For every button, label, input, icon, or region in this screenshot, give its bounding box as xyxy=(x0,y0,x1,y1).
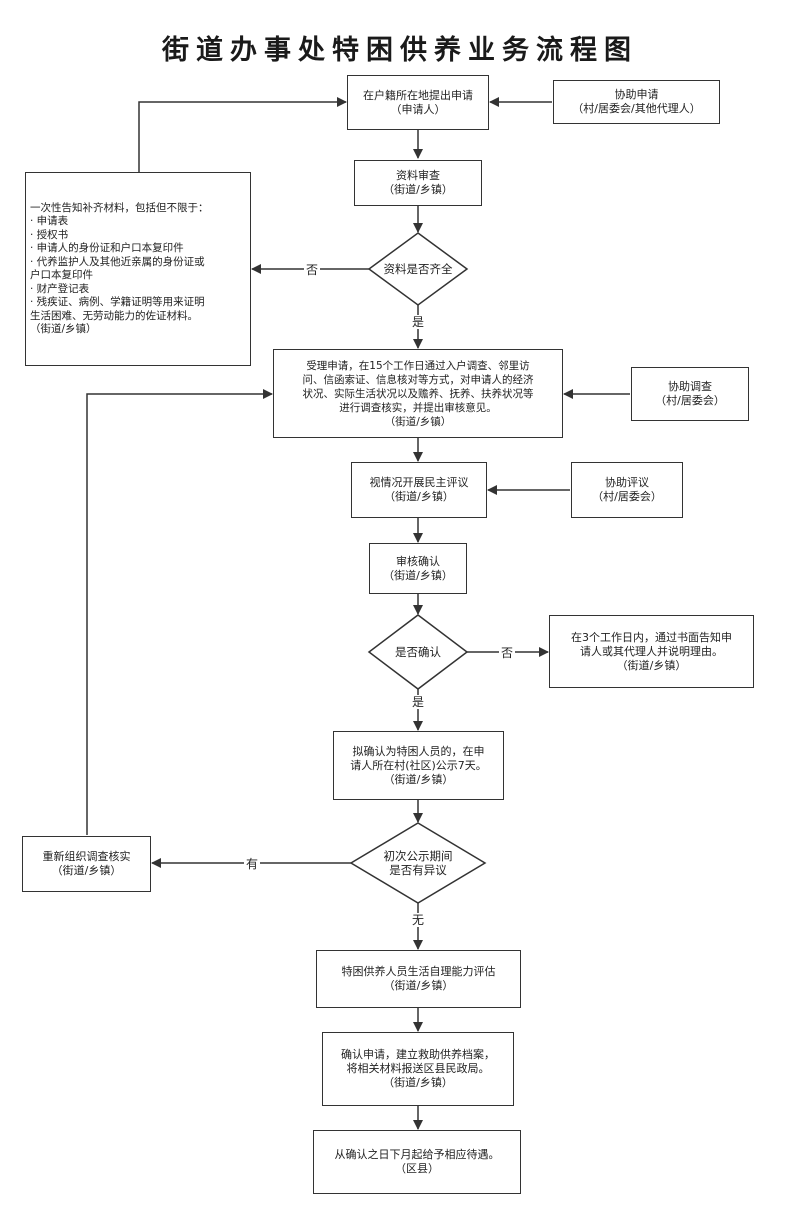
node-text: · 申请人的身份证和户口本复印件 xyxy=(30,242,184,254)
node-text: （街道/乡镇） xyxy=(383,1076,453,1089)
node-text: 从确认之日下月起给予相应待遇。 xyxy=(334,1148,500,1161)
decision-confirm-text: 是否确认 xyxy=(395,645,441,659)
page-title: 街道办事处特困供养业务流程图 xyxy=(162,35,638,66)
node-text: 视情况开展民主评议 xyxy=(369,476,469,489)
node-text: 是否确认 xyxy=(395,645,441,659)
node-supplement: 一次性告知补齐材料，包括但不限于： · 申请表 · 授权书 · 申请人的身份证和… xyxy=(25,172,251,366)
decision-objection-text: 初次公示期间 是否有异议 xyxy=(384,849,453,877)
edge-label-no-incomplete: 否 xyxy=(303,263,321,277)
node-text: （村/居委会） xyxy=(592,490,662,503)
node-text: 协助申请 xyxy=(614,88,659,101)
node-text: （村/居委会/其他代理人） xyxy=(572,102,701,115)
node-text: 将相关材料报送区县民政局。 xyxy=(346,1062,490,1075)
edge-label-yes-complete: 是 xyxy=(409,315,427,329)
node-text: （街道/乡镇） xyxy=(383,568,453,582)
edge-label-has-objection: 有 xyxy=(243,857,261,871)
node-text: 状况、实际生活状况以及赡养、抚养、扶养状况等 xyxy=(302,387,534,400)
node-text: 初次公示期间 xyxy=(383,849,453,863)
node-assist-apply: 协助申请 （村/居委会/其他代理人） xyxy=(553,80,720,124)
decision-complete-text: 资料是否齐全 xyxy=(384,262,453,276)
node-text: · 授权书 xyxy=(30,228,69,241)
node-text: 生活困难、无劳动能力的佐证材料。 xyxy=(30,309,198,322)
node-text: · 代养监护人及其他近亲属的身份证或 xyxy=(30,255,205,268)
node-self-care: 特困供养人员生活自理能力评估 （街道/乡镇） xyxy=(316,950,521,1008)
node-text: （街道/乡镇） xyxy=(383,183,453,196)
node-text: （街道/乡镇） xyxy=(384,415,452,428)
node-text: 资料审查 xyxy=(396,169,440,182)
edge-label-yes-confirm: 是 xyxy=(409,695,427,709)
node-text: （街道/乡镇） xyxy=(616,658,687,672)
node-text: 是否有异议 xyxy=(389,863,447,877)
node-text: （区县） xyxy=(395,1162,439,1175)
node-notify-reason: 在3个工作日内，通过书面告知申 请人或其代理人并说明理由。 （街道/乡镇） xyxy=(549,615,754,688)
node-text: 请人或其代理人并说明理由。 xyxy=(580,644,723,658)
node-text: 重新组织调查核实 xyxy=(42,850,131,863)
node-text: 受理申请，在15个工作日通过入户调查、邻里访 xyxy=(306,359,530,372)
node-text: （街道/乡镇） xyxy=(384,490,454,503)
node-text: 协助评议 xyxy=(605,476,649,489)
node-benefit: 从确认之日下月起给予相应待遇。 （区县） xyxy=(313,1130,521,1194)
edge-label-no-confirm: 否 xyxy=(498,646,516,660)
node-text: 一次性告知补齐材料，包括但不限于： xyxy=(30,201,209,214)
node-publicize: 拟确认为特困人员的，在申 请人所在村(社区)公示7天。 （街道/乡镇） xyxy=(333,731,504,800)
edge-label-no-objection: 无 xyxy=(409,913,427,927)
node-text: · 残疾证、病例、学籍证明等用来证明 xyxy=(30,296,205,308)
node-accept: 受理申请，在15个工作日通过入户调查、邻里访 问、信函索证、信息核对等方式，对申… xyxy=(273,349,563,438)
node-review: 资料审查 （街道/乡镇） xyxy=(354,160,482,206)
node-text: （街道/乡镇） xyxy=(51,864,122,877)
node-reinvestigate: 重新组织调查核实 （街道/乡镇） xyxy=(22,836,151,892)
node-text: （申请人） xyxy=(390,102,446,116)
node-text: 请人所在村(社区)公示7天。 xyxy=(350,758,487,772)
node-text: 问、信函索证、信息核对等方式，对申请人的经济 xyxy=(302,373,534,386)
node-assist-investigate: 协助调查 （村/居委会） xyxy=(631,367,749,421)
node-text: 协助调查 xyxy=(668,380,712,393)
edge-reinvestigate-accept xyxy=(86,389,273,835)
node-text: · 申请表 xyxy=(30,215,69,227)
node-text: 户口本复印件 xyxy=(30,269,93,281)
node-text: 资料是否齐全 xyxy=(383,262,453,276)
node-archive: 确认申请，建立救助供养档案， 将相关材料报送区县民政局。 （街道/乡镇） xyxy=(322,1032,514,1106)
node-text: （街道/乡镇） xyxy=(383,772,454,786)
node-text: （街道/乡镇） xyxy=(30,323,97,335)
node-text: 审核确认 xyxy=(396,554,440,568)
node-text: 在户籍所在地提出申请 xyxy=(363,88,473,102)
node-text: （街道/乡镇） xyxy=(383,979,454,992)
node-text: · 财产登记表 xyxy=(30,282,90,295)
node-text: 在3个工作日内，通过书面告知申 xyxy=(571,630,732,644)
node-assist-evaluate: 协助评议 （村/居委会） xyxy=(571,462,683,518)
node-text: （村/居委会） xyxy=(655,394,725,407)
node-text: 特困供养人员生活自理能力评估 xyxy=(341,965,496,978)
node-text: 拟确认为特困人员的，在申 xyxy=(352,744,485,758)
node-text: 进行调查核实，并提出审核意见。 xyxy=(339,401,497,414)
node-apply: 在户籍所在地提出申请 （申请人） xyxy=(347,75,489,130)
edge-supplement-apply xyxy=(138,97,347,172)
node-text: 确认申请，建立救助供养档案， xyxy=(341,1048,495,1061)
node-audit: 审核确认 （街道/乡镇） xyxy=(369,543,467,594)
node-democratic: 视情况开展民主评议 （街道/乡镇） xyxy=(351,462,487,518)
